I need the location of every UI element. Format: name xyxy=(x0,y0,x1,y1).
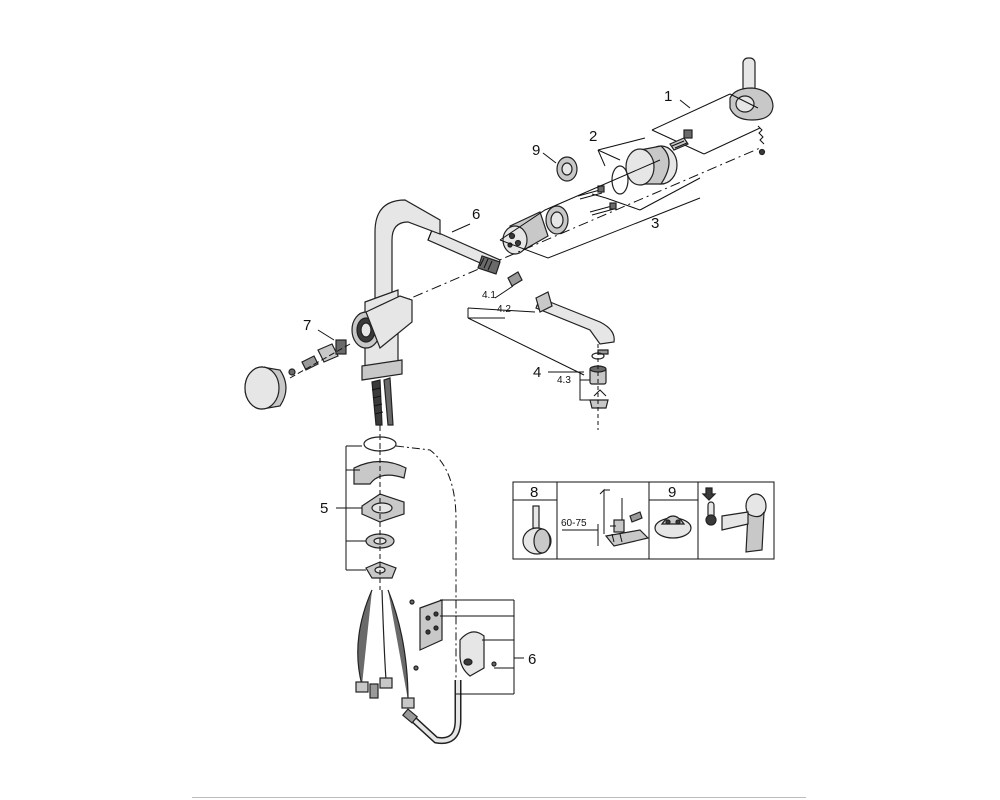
legend-col1-number: 8 xyxy=(530,484,538,501)
knob-screw-part xyxy=(288,339,347,376)
cartridge-group-bracket xyxy=(499,159,701,259)
lever-key-icon xyxy=(522,505,552,555)
leader-lines-part-2-3 xyxy=(591,137,701,211)
cartridge-screws xyxy=(577,185,617,216)
callout-9: 9 xyxy=(532,142,540,159)
callout-5: 5 xyxy=(320,500,328,517)
callout-1: 1 xyxy=(664,88,672,105)
callout-6-lower: 6 xyxy=(528,651,536,668)
temperature-key-icon xyxy=(701,487,767,553)
callout-6-upper: 6 xyxy=(472,206,480,223)
leader-line-part-6-upper xyxy=(451,223,471,233)
limiter-key-icon xyxy=(654,515,692,539)
supply-hoses-upper xyxy=(371,377,394,426)
leader-line-part-9 xyxy=(542,152,557,164)
pullout-hose-part xyxy=(427,229,523,287)
leader-lines-part-5 xyxy=(336,445,366,571)
hose-weight-part xyxy=(409,599,497,677)
ceramic-cartridge-part xyxy=(502,211,549,255)
faucet-body xyxy=(351,199,441,381)
callout-2: 2 xyxy=(589,128,597,145)
callout-3: 3 xyxy=(651,215,659,232)
callout-4-3: 4.3 xyxy=(557,375,571,386)
assembly-axis-upper xyxy=(394,147,761,306)
callout-4: 4 xyxy=(533,364,541,381)
installation-depth-icon xyxy=(562,488,650,547)
callout-7: 7 xyxy=(303,317,311,334)
mounting-nut-part xyxy=(365,561,397,579)
aerator-parts xyxy=(589,352,609,409)
cartridge-retainer-part xyxy=(545,205,569,235)
cap-sleeve-part xyxy=(611,145,678,195)
knob-cap-part xyxy=(244,366,287,410)
bottom-divider xyxy=(192,797,806,798)
callout-4-2: 4.2 xyxy=(497,304,511,315)
legend-col3-number: 9 xyxy=(668,484,676,501)
assembly-axis-knob xyxy=(289,343,351,379)
limiter-disc-part xyxy=(556,156,578,182)
assembly-axis-hose-loop xyxy=(395,445,457,700)
lever-handle-part xyxy=(729,57,774,156)
mounting-horseshoe-part xyxy=(353,460,407,485)
callout-4-1: 4.1 xyxy=(482,290,496,301)
set-screw-part xyxy=(669,129,693,151)
mounting-plate-part xyxy=(361,493,405,523)
leader-lines-part-6-lower xyxy=(440,599,524,695)
supply-hoses-lower xyxy=(355,589,415,709)
pullout-hose-loop xyxy=(401,680,462,745)
leader-line-part-7 xyxy=(317,329,335,341)
leader-lines-part-4 xyxy=(467,285,596,401)
spray-head-part xyxy=(535,291,615,355)
legend-installation-dimension: 60-75 xyxy=(561,518,587,529)
